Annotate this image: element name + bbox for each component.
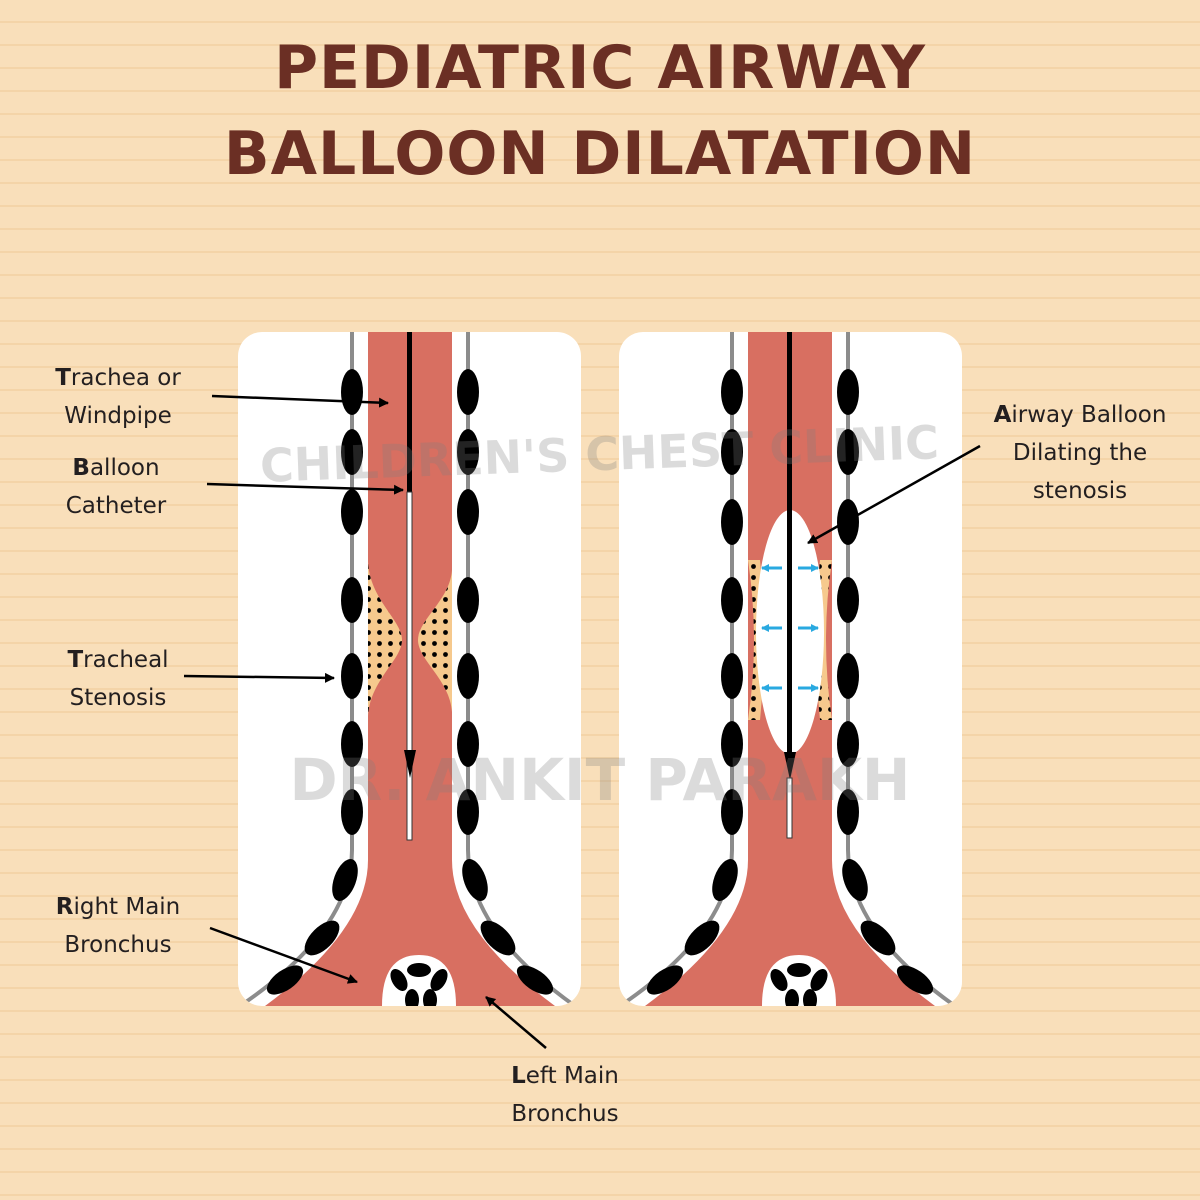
left-stenosis-cells: [368, 562, 402, 716]
tracheal-stenosis-arrow: [183, 672, 335, 683]
left-catheter-tip: [404, 750, 416, 778]
annotation-arrows: [183, 394, 981, 1049]
title-line-1: PEDIATRIC AIRWAY: [274, 33, 926, 103]
right-catheter-tip: [784, 752, 796, 780]
right-cartilage-rings: [646, 369, 934, 1006]
left-airway: [238, 332, 577, 1006]
title-line-2: BALLOON DILATATION: [223, 119, 977, 189]
label-tracheal-stenosis: Tracheal Stenosis: [67, 647, 169, 711]
label-balloon-catheter: Balloon Catheter: [65, 455, 167, 519]
left-cartilage-rings: [266, 369, 554, 1006]
trachea-arrow: [211, 394, 389, 408]
left-catheter-sheath: [406, 491, 413, 841]
label-left-main-bronchus: Left Main Bronchus: [511, 1063, 619, 1127]
left-catheter-wire: [407, 332, 412, 492]
label-right-main-bronchus: Right Main Bronchus: [55, 894, 181, 958]
dilation-arrows: [761, 564, 819, 692]
right-airway: [619, 332, 957, 1006]
airway-balloon-arrow: [807, 444, 981, 545]
left-main-bronchus-arrow: [485, 996, 547, 1049]
left-stenosis-cells-right: [418, 570, 452, 712]
label-trachea: Trachea or Windpipe: [55, 365, 181, 429]
left-carina: [382, 955, 456, 1006]
watermark-line-2: DR. ANKIT PARAKH: [290, 746, 911, 814]
balloon-catheter-arrow: [206, 482, 404, 495]
right-catheter-wire: [787, 332, 792, 752]
label-airway-balloon: Airway Balloon Dilating the stenosis: [993, 402, 1167, 504]
right-catheter-sheath: [786, 777, 793, 839]
right-main-bronchus-arrow: [209, 926, 358, 984]
right-carina: [762, 955, 836, 1006]
